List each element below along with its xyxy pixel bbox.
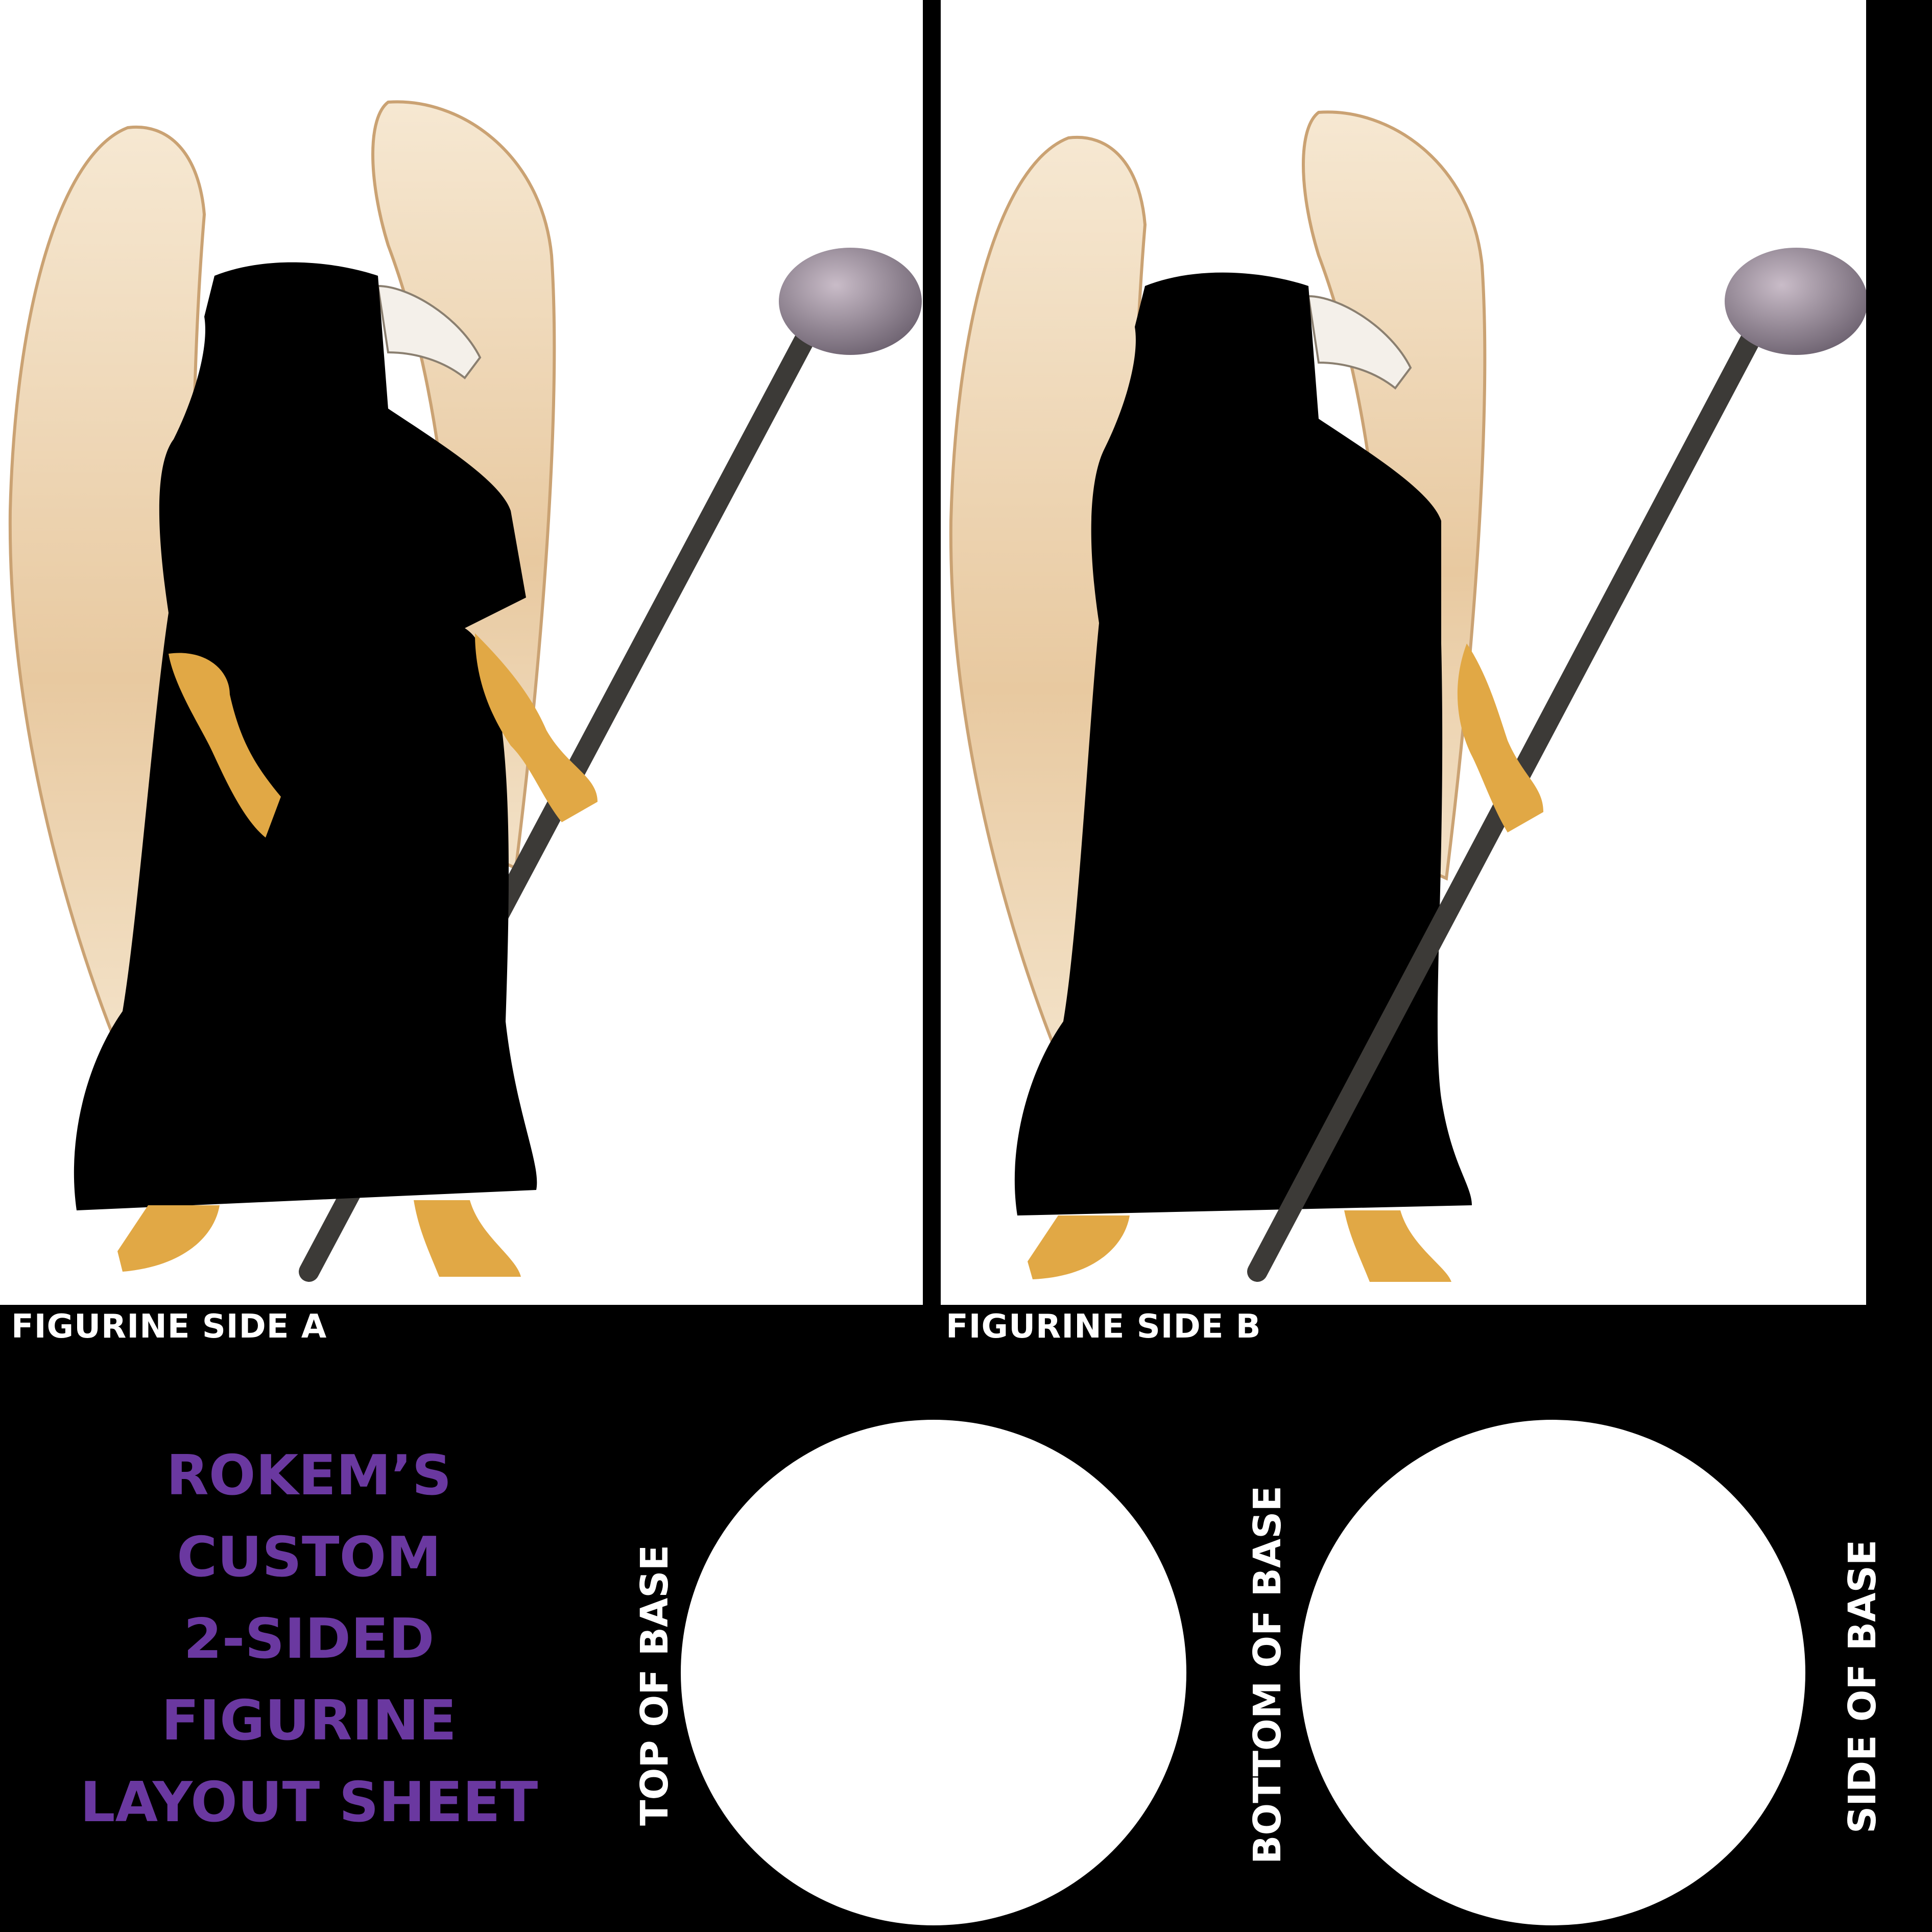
sheet-title: ROKEM’S CUSTOM 2-SIDED FIGURINE LAYOUT S…: [56, 1435, 562, 1844]
staff-orb: [1725, 248, 1866, 355]
figurine-side-a-illustration: [8, 100, 922, 1282]
right-talon-arm: [475, 633, 598, 822]
figurine-side-b-panel: [941, 0, 1866, 1305]
right-foot: [1344, 1210, 1451, 1282]
bottom-of-base-label: BOTTOM OF BASE: [1246, 1485, 1290, 1864]
title-line: ROKEM’S: [166, 1444, 452, 1508]
left-talon-arm: [169, 653, 281, 838]
left-foot: [1028, 1215, 1130, 1279]
right-talon-arm: [1457, 643, 1543, 832]
figurine-side-b-illustration: [949, 110, 1866, 1282]
top-of-base-circle: [681, 1420, 1186, 1925]
title-line: CUSTOM: [177, 1525, 441, 1589]
right-foot: [414, 1200, 521, 1277]
side-a-label: FIGURINE SIDE A: [11, 1308, 327, 1346]
side-b-label: FIGURINE SIDE B: [946, 1308, 1261, 1346]
left-foot: [117, 1205, 220, 1272]
side-of-base-label: SIDE OF BASE: [1841, 1539, 1885, 1833]
title-line: FIGURINE: [161, 1689, 457, 1753]
robe-silhouette: [74, 262, 537, 1210]
title-line: LAYOUT SHEET: [80, 1771, 538, 1834]
figurine-side-a-panel: [0, 0, 923, 1305]
robe-silhouette: [1014, 272, 1472, 1215]
staff-orb: [779, 248, 922, 355]
title-line: 2-SIDED: [183, 1607, 435, 1671]
top-of-base-label: TOP OF BASE: [633, 1544, 677, 1826]
bird-head: [1307, 295, 1412, 390]
bottom-of-base-circle: [1300, 1420, 1805, 1925]
bird-head: [376, 284, 482, 379]
